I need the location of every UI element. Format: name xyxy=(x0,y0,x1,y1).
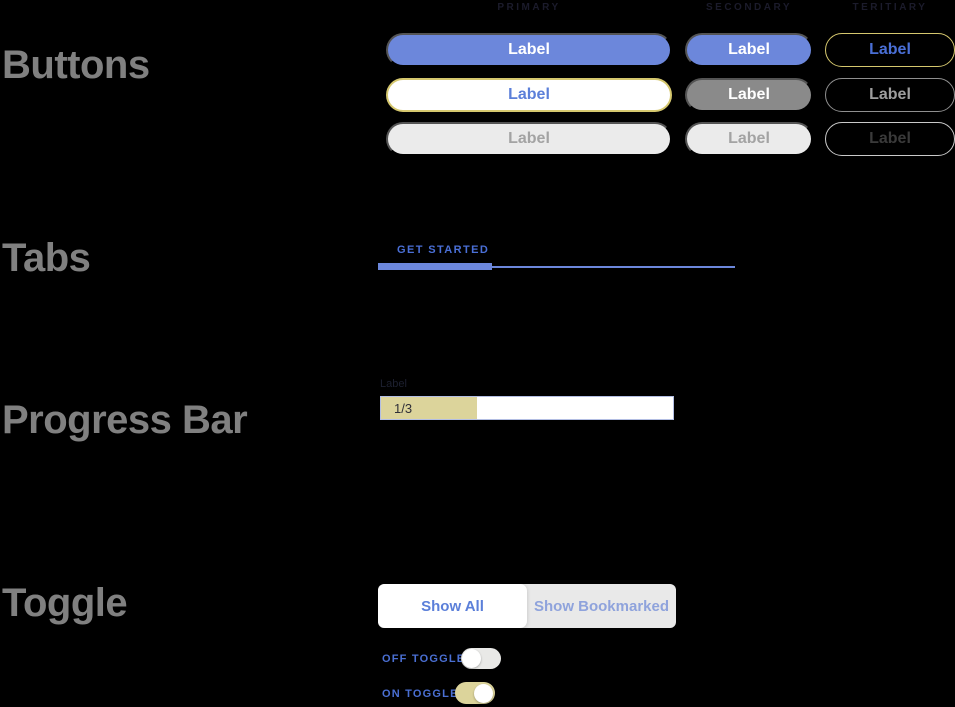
tab-active-indicator xyxy=(378,263,492,270)
secondary-button-disabled[interactable]: Label xyxy=(685,122,813,156)
on-toggle-label: ON TOGGLE xyxy=(382,688,459,700)
column-header-primary: PRIMARY xyxy=(497,2,561,13)
secondary-button-pressed[interactable]: Label xyxy=(685,78,813,112)
toggle-knob xyxy=(462,649,481,668)
toggle-switch-off[interactable] xyxy=(461,648,501,669)
progress-bar: 1/3 xyxy=(380,396,674,420)
tertiary-button-hover[interactable]: Label xyxy=(825,78,955,112)
progress-fill: 1/3 xyxy=(381,397,478,419)
primary-button-focus[interactable]: Label xyxy=(386,78,672,112)
column-header-secondary: SECONDARY xyxy=(705,2,793,13)
column-header-tertiary: TERITIARY xyxy=(852,2,928,13)
toggle-knob xyxy=(474,683,493,703)
segment-show-bookmarked[interactable]: Show Bookmarked xyxy=(533,597,670,615)
primary-button-default[interactable]: Label xyxy=(386,33,672,67)
section-title-buttons: Buttons xyxy=(2,43,150,87)
tab-track xyxy=(378,266,735,268)
segmented-control: Show All Show Bookmarked xyxy=(378,584,676,628)
off-toggle-label: OFF TOGGLE xyxy=(382,653,466,665)
tab-get-started[interactable]: GET STARTED xyxy=(397,244,490,256)
section-title-progress-bar: Progress Bar xyxy=(2,398,248,442)
primary-button-disabled[interactable]: Label xyxy=(386,122,672,156)
tertiary-button-default[interactable]: Label xyxy=(825,33,955,67)
section-title-tabs: Tabs xyxy=(2,236,91,280)
progress-field-label: Label xyxy=(380,378,407,390)
secondary-button-default[interactable]: Label xyxy=(685,33,813,67)
progress-value: 1/3 xyxy=(394,400,413,416)
tertiary-button-disabled[interactable]: Label xyxy=(825,122,955,156)
segment-show-all[interactable]: Show All xyxy=(378,584,527,628)
section-title-toggle: Toggle xyxy=(2,581,128,625)
toggle-switch-on[interactable] xyxy=(455,682,495,704)
